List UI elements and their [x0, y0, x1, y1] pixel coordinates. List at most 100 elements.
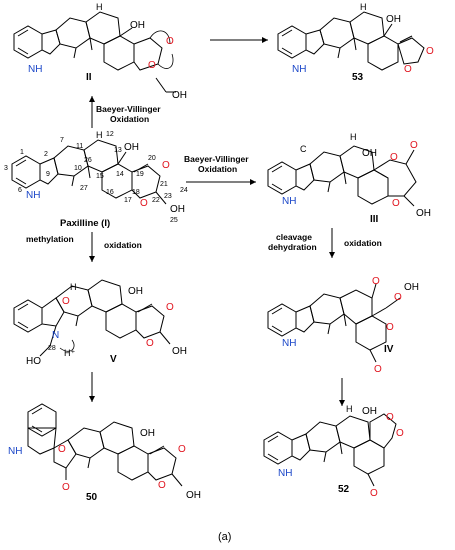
compound-ii-label: II: [86, 72, 92, 83]
panel-label: (a): [218, 531, 231, 543]
compound-v-h-label: H: [70, 282, 77, 292]
compound-53-o-ring: O: [404, 64, 412, 75]
atom-num: 24: [180, 187, 188, 194]
compound-v-ho-label: HO: [26, 356, 41, 367]
compound-52-h-label: H: [346, 404, 353, 414]
compound-ii-nh-label: NH: [28, 64, 42, 75]
compound-iv-o-acid2: O: [386, 322, 394, 333]
atom-num: 14: [116, 171, 124, 178]
paxilline-oh-sidechain: OH: [170, 204, 185, 215]
paxilline-oh-label: OH: [124, 142, 139, 153]
compound-ii-o-carbonyl: O: [166, 36, 174, 47]
atom-num: 2: [44, 151, 48, 158]
compound-ii-structure: [13, 11, 176, 93]
atom-num: 13: [114, 147, 122, 154]
atom-num: 15: [96, 173, 104, 180]
compound-iv-o-acid: O: [394, 292, 402, 303]
atom-num: 17: [124, 197, 132, 204]
compound-iii-nh-label: NH: [282, 196, 296, 207]
compound-53-nh-label: NH: [292, 64, 306, 75]
compound-iii-o-carbonyl: O: [410, 140, 418, 151]
paxilline-o-carbonyl: O: [162, 160, 170, 171]
compound-50-o-ring: O: [58, 444, 66, 455]
compound-iv-nh-label: NH: [282, 338, 296, 349]
atom-num: 23: [164, 193, 172, 200]
compound-iv-o-ketone1: O: [372, 276, 380, 287]
paxilline-nh-label: NH: [26, 190, 40, 201]
methylation-label: methylation: [26, 234, 74, 244]
compound-v-oh-sidechain: OH: [172, 346, 187, 357]
compound-53-h-label: H: [360, 2, 367, 12]
dehydration-label: dehydration: [268, 242, 317, 252]
compound-50-nh-label: NH: [8, 446, 22, 457]
compound-52-label: 52: [338, 484, 350, 495]
compound-52-oh-label: OH: [362, 406, 377, 417]
compound-v-hplus: H⁺: [64, 348, 75, 358]
atom-num: 19: [136, 171, 144, 178]
atom-num: 11: [76, 143, 83, 150]
paxilline-structure: [11, 139, 167, 205]
ring-c-label: C: [300, 144, 307, 154]
atom-num: 26: [84, 157, 92, 164]
compound-v-o-ring: O: [146, 338, 154, 349]
atom-num: 3: [4, 165, 8, 172]
atom-num: 9: [46, 171, 50, 178]
atom-num: 7: [60, 137, 64, 144]
compound-50-label: 50: [86, 492, 98, 503]
atom-num: 27: [80, 185, 88, 192]
atom-num: 10: [74, 165, 82, 172]
compound-v-epoxide-o: O: [62, 296, 70, 307]
atom-num: 21: [160, 181, 168, 188]
atom-num-28: 28: [48, 345, 56, 352]
compound-52-structure: [263, 413, 397, 487]
compound-ii-o-ring: O: [148, 60, 156, 71]
compound-iv-oh-acid: OH: [404, 282, 419, 293]
compound-v-structure: [13, 279, 171, 357]
compound-iv-label: IV: [384, 344, 394, 355]
atom-num: 25: [170, 217, 178, 224]
compound-iii-h-label: H: [350, 132, 357, 142]
paxilline-atom-numbers: 1 2 3 6 7 9 10 11 12 13 14 15 16 17 18 1…: [4, 131, 188, 224]
compound-ii-oh-sidechain: OH: [172, 90, 187, 101]
bv-right-line2: Oxidation: [198, 164, 237, 174]
oxidation-right-label: oxidation: [344, 238, 382, 248]
compound-iii-o-ring1: O: [390, 152, 398, 163]
atom-num: 12: [106, 131, 114, 138]
compound-iii-label: III: [370, 214, 379, 225]
atom-num: 18: [132, 189, 140, 196]
compound-v-n-label: N: [52, 330, 59, 341]
compound-iii-oh-sidechain: OH: [416, 208, 431, 219]
compound-53-oh-label: OH: [386, 14, 401, 25]
compound-50-o-pyran: O: [158, 480, 166, 491]
compound-50-oh-sidechain: OH: [186, 490, 201, 501]
compound-50-oh-label: OH: [140, 428, 155, 439]
compound-v-oh-label: OH: [128, 286, 143, 297]
compound-iv-o-ketone2: O: [374, 364, 382, 375]
atom-num: 16: [106, 189, 114, 196]
paxilline-o-ring: O: [140, 198, 148, 209]
bv-right-line1: Baeyer-Villinger: [184, 154, 249, 164]
compound-iii-structure: [267, 145, 417, 207]
compound-53-o-carbonyl: O: [426, 46, 434, 57]
compound-ii-oh-label: OH: [130, 20, 145, 31]
paxilline-h-label: H: [96, 130, 103, 140]
compound-v-label: V: [110, 354, 117, 365]
atom-num: 6: [18, 187, 22, 194]
oxidation-left-label: oxidation: [104, 240, 142, 250]
cleavage-label: cleavage: [276, 232, 312, 242]
compound-v-o-carbonyl: O: [166, 302, 174, 313]
bv-up-line1: Baeyer-Villinger: [96, 104, 161, 114]
compound-50-o-carbonyl2: O: [178, 444, 186, 455]
atom-num: 22: [152, 197, 160, 204]
paxilline-label: Paxilline (I): [60, 218, 110, 229]
atom-num: 20: [148, 155, 156, 162]
compound-iv-structure: [267, 283, 401, 363]
compound-ii-h-label: H: [96, 2, 103, 12]
compound-iii-o-ring2: O: [392, 198, 400, 209]
compound-52-o-carbonyl: O: [396, 428, 404, 439]
compound-53-structure: [277, 11, 425, 71]
bv-up-line2: Oxidation: [110, 114, 149, 124]
compound-50-structure: [27, 403, 183, 487]
